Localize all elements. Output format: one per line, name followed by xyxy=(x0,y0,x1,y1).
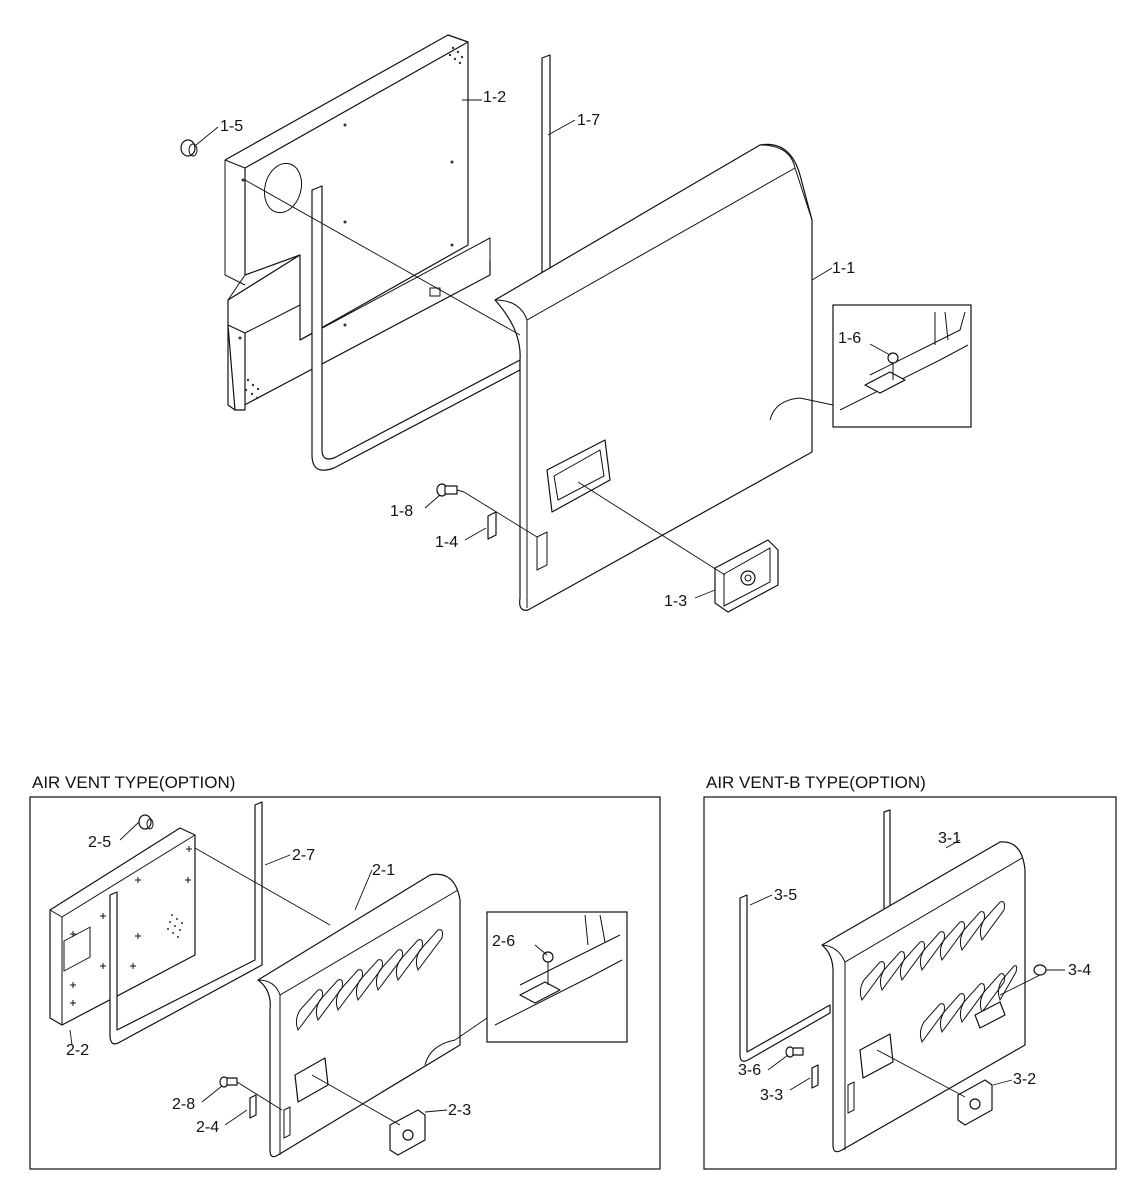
callout-3-2: 3-2 xyxy=(1013,1071,1036,1088)
callout-2-2: 2-2 xyxy=(66,1042,89,1059)
air-vent-option-section: AIR VENT TYPE(OPTION) xyxy=(29,773,661,1170)
callout-1-5: 1-5 xyxy=(220,118,243,135)
air-vent-option-frame xyxy=(29,796,661,1170)
bracket-2-4 xyxy=(249,1094,257,1119)
air-vent-b-option-section: AIR VENT-B TYPE(OPTION) xyxy=(703,773,1117,1170)
latch-1-3 xyxy=(714,539,779,613)
vent-slots-lower xyxy=(919,965,1018,1044)
vent-slots-upper xyxy=(859,901,1005,1002)
bracket-1-4 xyxy=(487,511,497,540)
air-vent-b-option-title: AIR VENT-B TYPE(OPTION) xyxy=(706,773,926,792)
latch-2-3 xyxy=(389,1109,426,1156)
insulation-panel-1-2 xyxy=(224,34,491,411)
insulation-panel-2-2 xyxy=(49,827,196,1026)
callout-1-1: 1-1 xyxy=(832,260,855,277)
callout-3-4: 3-4 xyxy=(1068,962,1091,979)
detail-inset-2-6 xyxy=(486,911,628,1043)
door-panel-1-1 xyxy=(494,143,813,611)
air-vent-b-option-frame xyxy=(703,796,1117,1170)
callout-2-6: 2-6 xyxy=(492,933,515,950)
detail-inset-1-6 xyxy=(832,304,972,428)
l-seal-3-5 xyxy=(739,894,831,1062)
callout-1-8: 1-8 xyxy=(390,503,413,520)
callout-1-6: 1-6 xyxy=(838,330,861,347)
callout-2-3: 2-3 xyxy=(448,1102,471,1119)
callout-2-5: 2-5 xyxy=(88,834,111,851)
bolt-2-8 xyxy=(219,1076,238,1088)
callout-2-4: 2-4 xyxy=(196,1119,219,1136)
callout-1-3: 1-3 xyxy=(664,593,687,610)
bolt-1-8 xyxy=(436,483,465,497)
callout-1-7: 1-7 xyxy=(577,112,600,129)
callout-3-1: 3-1 xyxy=(938,830,961,847)
u-seal-2-7 xyxy=(109,801,263,1045)
grommet-3-4 xyxy=(1033,964,1047,976)
callout-3-3: 3-3 xyxy=(760,1087,783,1104)
callout-2-8: 2-8 xyxy=(172,1096,195,1113)
bracket-3-3 xyxy=(811,1064,819,1089)
callout-1-2: 1-2 xyxy=(483,89,506,106)
grommet-1-5 xyxy=(180,139,198,157)
seal-strip-3-1 xyxy=(883,809,891,923)
callout-1-4: 1-4 xyxy=(435,534,458,551)
air-vent-option-title: AIR VENT TYPE(OPTION) xyxy=(32,773,235,792)
grommet-2-5 xyxy=(138,814,154,830)
bolt-3-6 xyxy=(785,1046,804,1058)
callout-3-5: 3-5 xyxy=(774,887,797,904)
callout-2-7: 2-7 xyxy=(292,847,315,864)
latch-3-2 xyxy=(957,1079,993,1126)
door-panel-3-1 xyxy=(821,841,1026,1153)
main-assembly: 1-2 1-7 1-5 1-1 1-6 1-8 1-4 1-3 xyxy=(180,34,972,613)
callout-2-1: 2-1 xyxy=(372,862,395,879)
vent-slots xyxy=(295,929,443,1032)
callout-3-6: 3-6 xyxy=(738,1062,761,1079)
door-panel-2-1 xyxy=(257,873,461,1158)
seal-strip-1-7 xyxy=(541,54,551,275)
